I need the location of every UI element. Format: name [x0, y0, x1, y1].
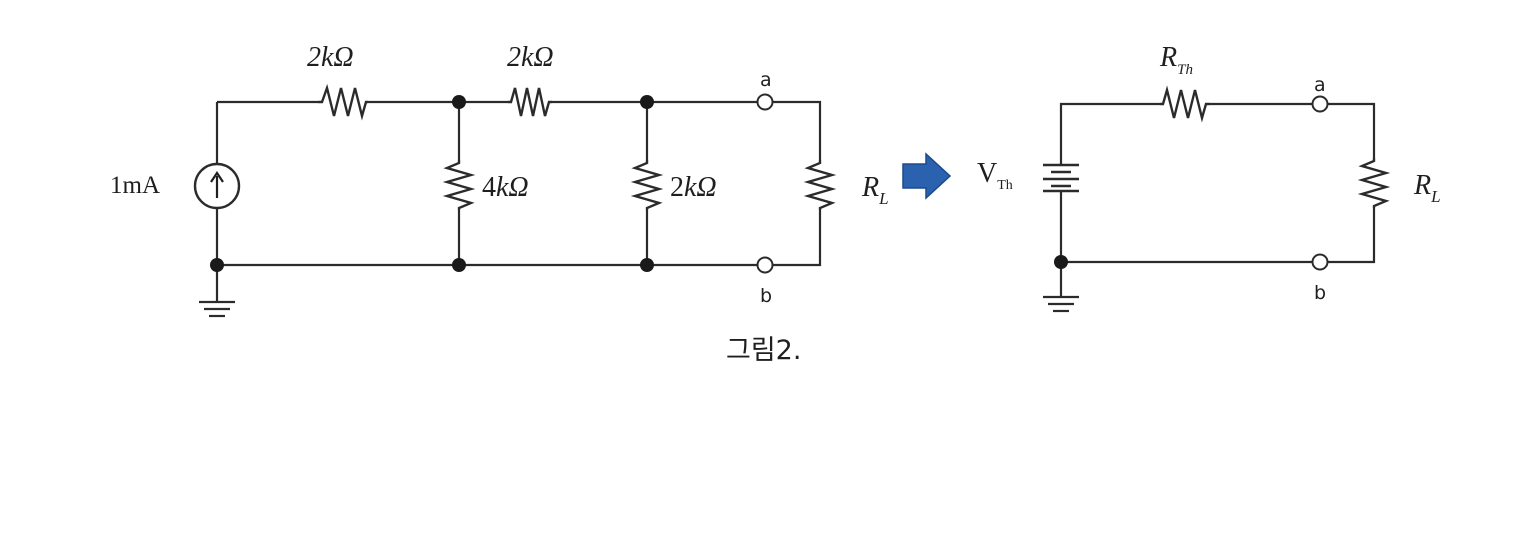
ground-icon-right — [1043, 295, 1079, 313]
wire-right-top-left — [1059, 102, 1160, 165]
node-right-bottom — [1054, 255, 1068, 269]
node-bottom-left — [210, 258, 224, 272]
resistor-shunt-4k — [442, 160, 476, 210]
vth-label: VTh — [977, 158, 1013, 193]
battery-icon — [1043, 163, 1079, 193]
ground-icon-left — [199, 299, 235, 318]
terminal-a-label-right: a — [1314, 74, 1326, 96]
terminal-a-left — [756, 93, 774, 111]
source-current-label: 1mA — [110, 172, 160, 199]
node-top-right — [640, 95, 654, 109]
terminal-b-label-left: b — [760, 285, 772, 307]
resistor-top-left — [318, 83, 368, 121]
r-shunt-4k-label: 4kΩ — [482, 172, 529, 203]
terminal-b-right — [1311, 253, 1329, 271]
resistor-top-mid — [508, 87, 552, 117]
wire-bottom-right — [773, 210, 822, 267]
node-bottom-right — [640, 258, 654, 272]
load-label-left: RL — [861, 172, 889, 208]
wire-right-top-to-load — [1328, 102, 1376, 158]
node-top-mid — [452, 95, 466, 109]
right-circuit: VTh RTh RL a b — [977, 42, 1441, 313]
r-top-mid-label: 2kΩ — [507, 42, 554, 73]
resistor-load-right — [1357, 158, 1391, 208]
terminal-b-left — [756, 256, 774, 274]
rth-label: RTh — [1159, 42, 1193, 78]
figure-caption: 그림2. — [726, 335, 801, 366]
resistor-rth — [1160, 85, 1210, 123]
load-label-right: RL — [1413, 170, 1441, 206]
current-source-icon — [193, 162, 241, 210]
resistor-shunt-2k — [630, 160, 664, 210]
terminal-b-label-right: b — [1314, 282, 1326, 304]
terminal-a-label-left: a — [760, 69, 772, 91]
arrow-right-icon — [902, 152, 952, 200]
terminal-a-right — [1311, 95, 1329, 113]
r-top-left-label: 2kΩ — [307, 42, 354, 73]
node-bottom-mid — [452, 258, 466, 272]
wire-right-bottom-to-load — [1328, 208, 1376, 264]
resistor-load-left — [803, 160, 837, 210]
left-circuit: 1mA 2kΩ 2kΩ 4kΩ 2kΩ RL a b — [110, 42, 889, 318]
wire-top-right — [773, 100, 822, 160]
r-shunt-2k-label: 2kΩ — [670, 172, 717, 203]
